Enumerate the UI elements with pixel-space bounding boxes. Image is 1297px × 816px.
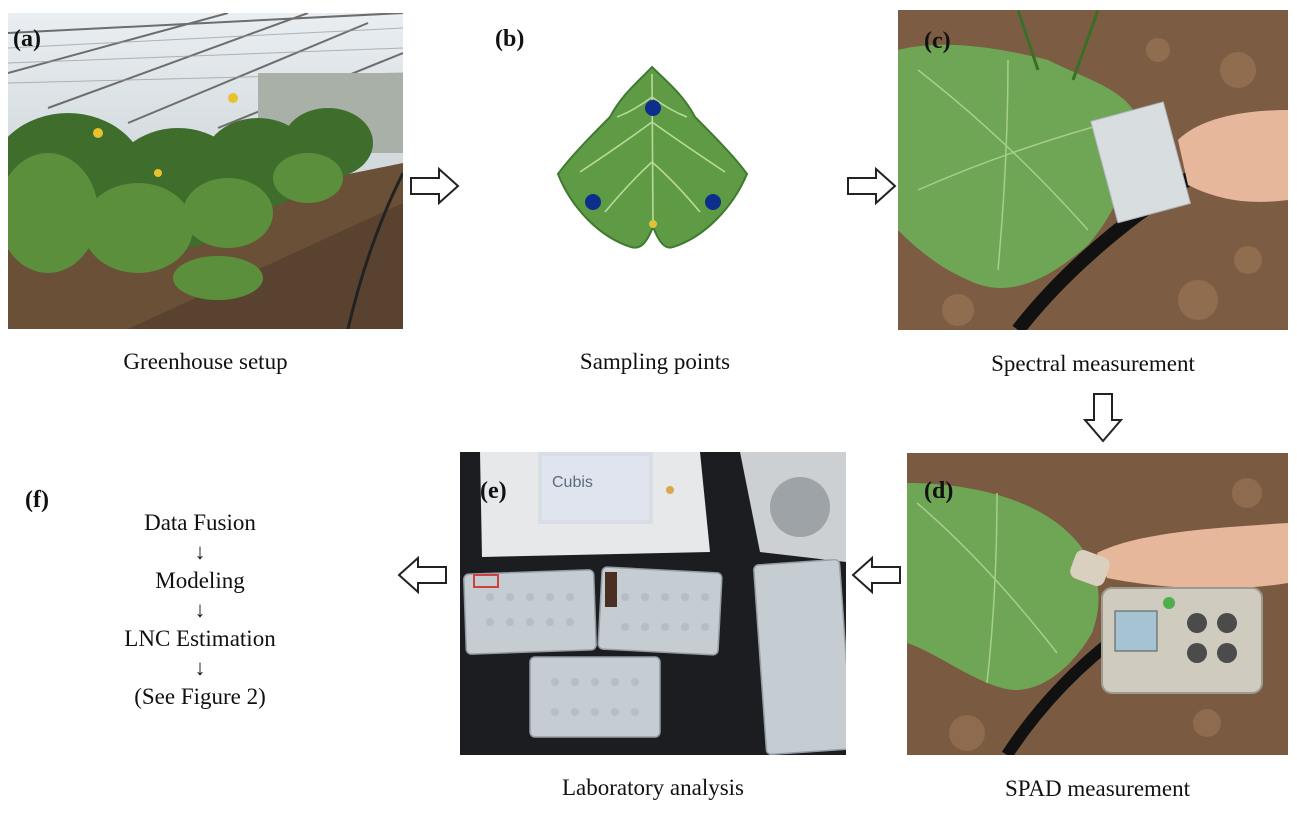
- sampling-point: [585, 194, 601, 210]
- processing-flow: Data Fusion ↓ Modeling ↓ LNC Estimation …: [95, 508, 305, 711]
- right-arrow-icon: [847, 166, 897, 206]
- down-arrow-icon: [1082, 393, 1124, 443]
- greenhouse-image: [8, 13, 403, 329]
- down-arrow-icon: ↓: [194, 597, 206, 622]
- flow-step-lnc-estimation: LNC Estimation: [124, 626, 276, 651]
- lab-balance-photo: Cubis: [460, 452, 846, 755]
- caption-sampling: Sampling points: [579, 349, 731, 374]
- panel-label-d: (d): [924, 478, 954, 504]
- panel-label-c: (c): [924, 28, 951, 54]
- sampling-point: [705, 194, 721, 210]
- down-arrow-icon: ↓: [194, 655, 206, 680]
- flow-step-see-figure: (See Figure 2): [134, 684, 266, 709]
- spad-image: [907, 453, 1288, 755]
- spectral-image: [898, 10, 1288, 330]
- caption-spectral: Spectral measurement: [991, 351, 1195, 376]
- leaf-sampling-photo: [555, 62, 750, 262]
- sampling-point: [645, 100, 661, 116]
- down-arrow-icon: ↓: [194, 539, 206, 564]
- lab-image: Cubis: [460, 452, 846, 755]
- spectrometer-photo: [898, 10, 1288, 330]
- panel-label-f: (f): [25, 487, 49, 513]
- panel-label-a: (a): [13, 26, 41, 52]
- panel-label-b: (b): [495, 26, 525, 52]
- device-brand-text: Cubis: [552, 474, 593, 491]
- caption-laboratory: Laboratory analysis: [561, 775, 745, 800]
- caption-greenhouse: Greenhouse setup: [123, 349, 288, 374]
- spad-meter-photo: [907, 453, 1288, 755]
- left-arrow-icon: [397, 555, 447, 595]
- greenhouse-photo: [8, 13, 403, 329]
- right-arrow-icon: [410, 166, 460, 206]
- leaf-image: [556, 65, 749, 249]
- left-arrow-icon: [851, 555, 901, 595]
- flow-step-data-fusion: Data Fusion: [144, 510, 256, 535]
- panel-label-e: (e): [480, 478, 507, 504]
- caption-spad: SPAD measurement: [1004, 776, 1191, 801]
- flow-step-modeling: Modeling: [155, 568, 245, 593]
